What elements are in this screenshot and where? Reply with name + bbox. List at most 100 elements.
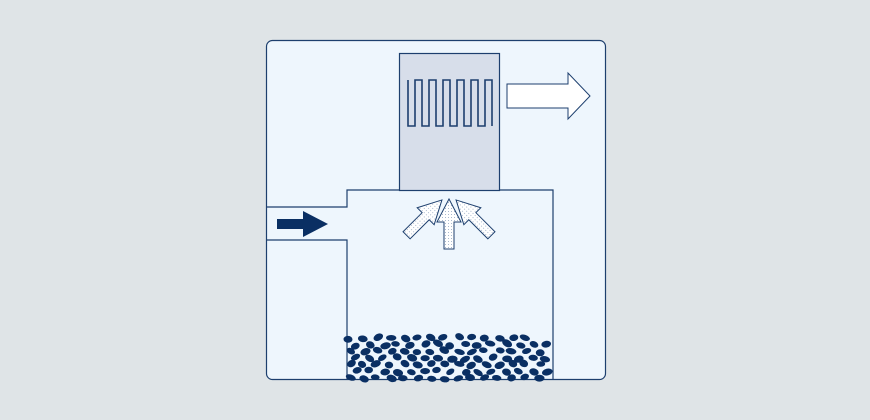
- media-particle: [384, 361, 394, 369]
- media-particle: [513, 367, 523, 375]
- media-particle: [398, 375, 408, 382]
- media-particle: [505, 348, 517, 355]
- vessel-outline: [267, 189, 554, 379]
- media-particle: [454, 360, 465, 367]
- media-particle: [481, 361, 492, 369]
- media-particle: [439, 346, 450, 354]
- media-particle: [479, 334, 489, 342]
- media-particle: [445, 342, 454, 350]
- media-particle: [405, 341, 415, 349]
- media-particle: [407, 354, 418, 362]
- media-particle: [471, 342, 482, 349]
- media-particle: [400, 359, 410, 368]
- media-particle: [386, 374, 397, 383]
- granular-media-bed: [343, 333, 553, 383]
- media-particle: [446, 368, 455, 376]
- media-particle: [345, 374, 356, 381]
- media-particle: [359, 375, 369, 383]
- media-particle: [455, 333, 464, 341]
- media-particle: [486, 368, 496, 375]
- media-particle: [516, 342, 526, 349]
- media-particle: [392, 369, 404, 377]
- media-particle: [412, 361, 423, 369]
- media-particle: [494, 361, 505, 370]
- media-particle: [401, 334, 411, 343]
- media-particle: [536, 361, 546, 367]
- media-particle: [373, 333, 384, 341]
- media-particle: [459, 355, 470, 364]
- media-particle: [425, 333, 436, 342]
- media-particle: [488, 353, 498, 361]
- media-particle: [502, 368, 511, 376]
- arrow-up-left-icon: [455, 199, 496, 240]
- media-particle: [407, 369, 416, 376]
- media-particle: [529, 368, 539, 376]
- media-particle: [427, 360, 436, 367]
- media-particle: [466, 361, 476, 370]
- media-particle: [386, 334, 397, 341]
- media-particle: [454, 348, 465, 355]
- media-particle: [420, 368, 430, 375]
- media-particle: [461, 340, 471, 348]
- media-particle: [380, 368, 390, 376]
- media-particle: [520, 373, 529, 381]
- media-particle: [495, 347, 505, 354]
- media-particle: [439, 376, 450, 383]
- media-particle: [357, 335, 368, 343]
- media-particle: [372, 346, 383, 354]
- pleated-filter-icon: [407, 79, 493, 127]
- arrow-up-icon: [436, 197, 462, 250]
- media-particle: [370, 360, 381, 368]
- media-particle: [528, 354, 538, 361]
- media-particle: [412, 349, 422, 356]
- media-particle: [413, 374, 424, 382]
- media-particle: [502, 339, 513, 348]
- media-particle: [467, 333, 477, 341]
- media-particle: [352, 366, 362, 374]
- media-particle: [522, 348, 532, 354]
- media-particle: [399, 348, 410, 355]
- media-particle: [421, 340, 431, 348]
- media-particle: [465, 373, 475, 382]
- media-particle: [495, 335, 505, 342]
- media-particle: [343, 335, 353, 343]
- media-particle: [391, 341, 400, 347]
- outline-arrow-right-icon: [506, 71, 591, 121]
- media-particle: [347, 359, 356, 368]
- media-particle: [519, 334, 530, 341]
- media-particle: [535, 349, 545, 357]
- media-particle: [539, 355, 551, 363]
- media-particle: [432, 339, 444, 347]
- media-particle: [509, 334, 519, 342]
- media-particle: [346, 347, 356, 355]
- media-particle: [473, 355, 483, 363]
- media-particle: [502, 355, 513, 363]
- media-particle: [350, 342, 360, 350]
- rising-flow-arrows: [402, 197, 496, 250]
- media-particle: [507, 374, 516, 382]
- media-particle: [412, 334, 422, 341]
- media-particle: [420, 355, 430, 362]
- media-particle: [438, 333, 448, 341]
- media-particle: [479, 347, 488, 354]
- media-particle: [480, 374, 490, 381]
- media-particle: [432, 354, 444, 362]
- media-particle: [365, 354, 375, 363]
- media-particle: [541, 340, 552, 348]
- media-particle: [541, 368, 553, 376]
- media-particle: [380, 342, 391, 350]
- media-particle: [425, 348, 435, 356]
- media-particle: [440, 360, 450, 368]
- media-particle: [370, 374, 380, 381]
- media-particle: [378, 354, 387, 362]
- media-particle: [519, 359, 529, 368]
- media-particle: [366, 341, 375, 349]
- media-particle: [388, 347, 397, 355]
- media-particle: [492, 374, 502, 381]
- media-particle: [529, 341, 539, 348]
- media-particle: [484, 340, 496, 347]
- media-particle: [432, 366, 441, 374]
- media-particle: [350, 353, 361, 361]
